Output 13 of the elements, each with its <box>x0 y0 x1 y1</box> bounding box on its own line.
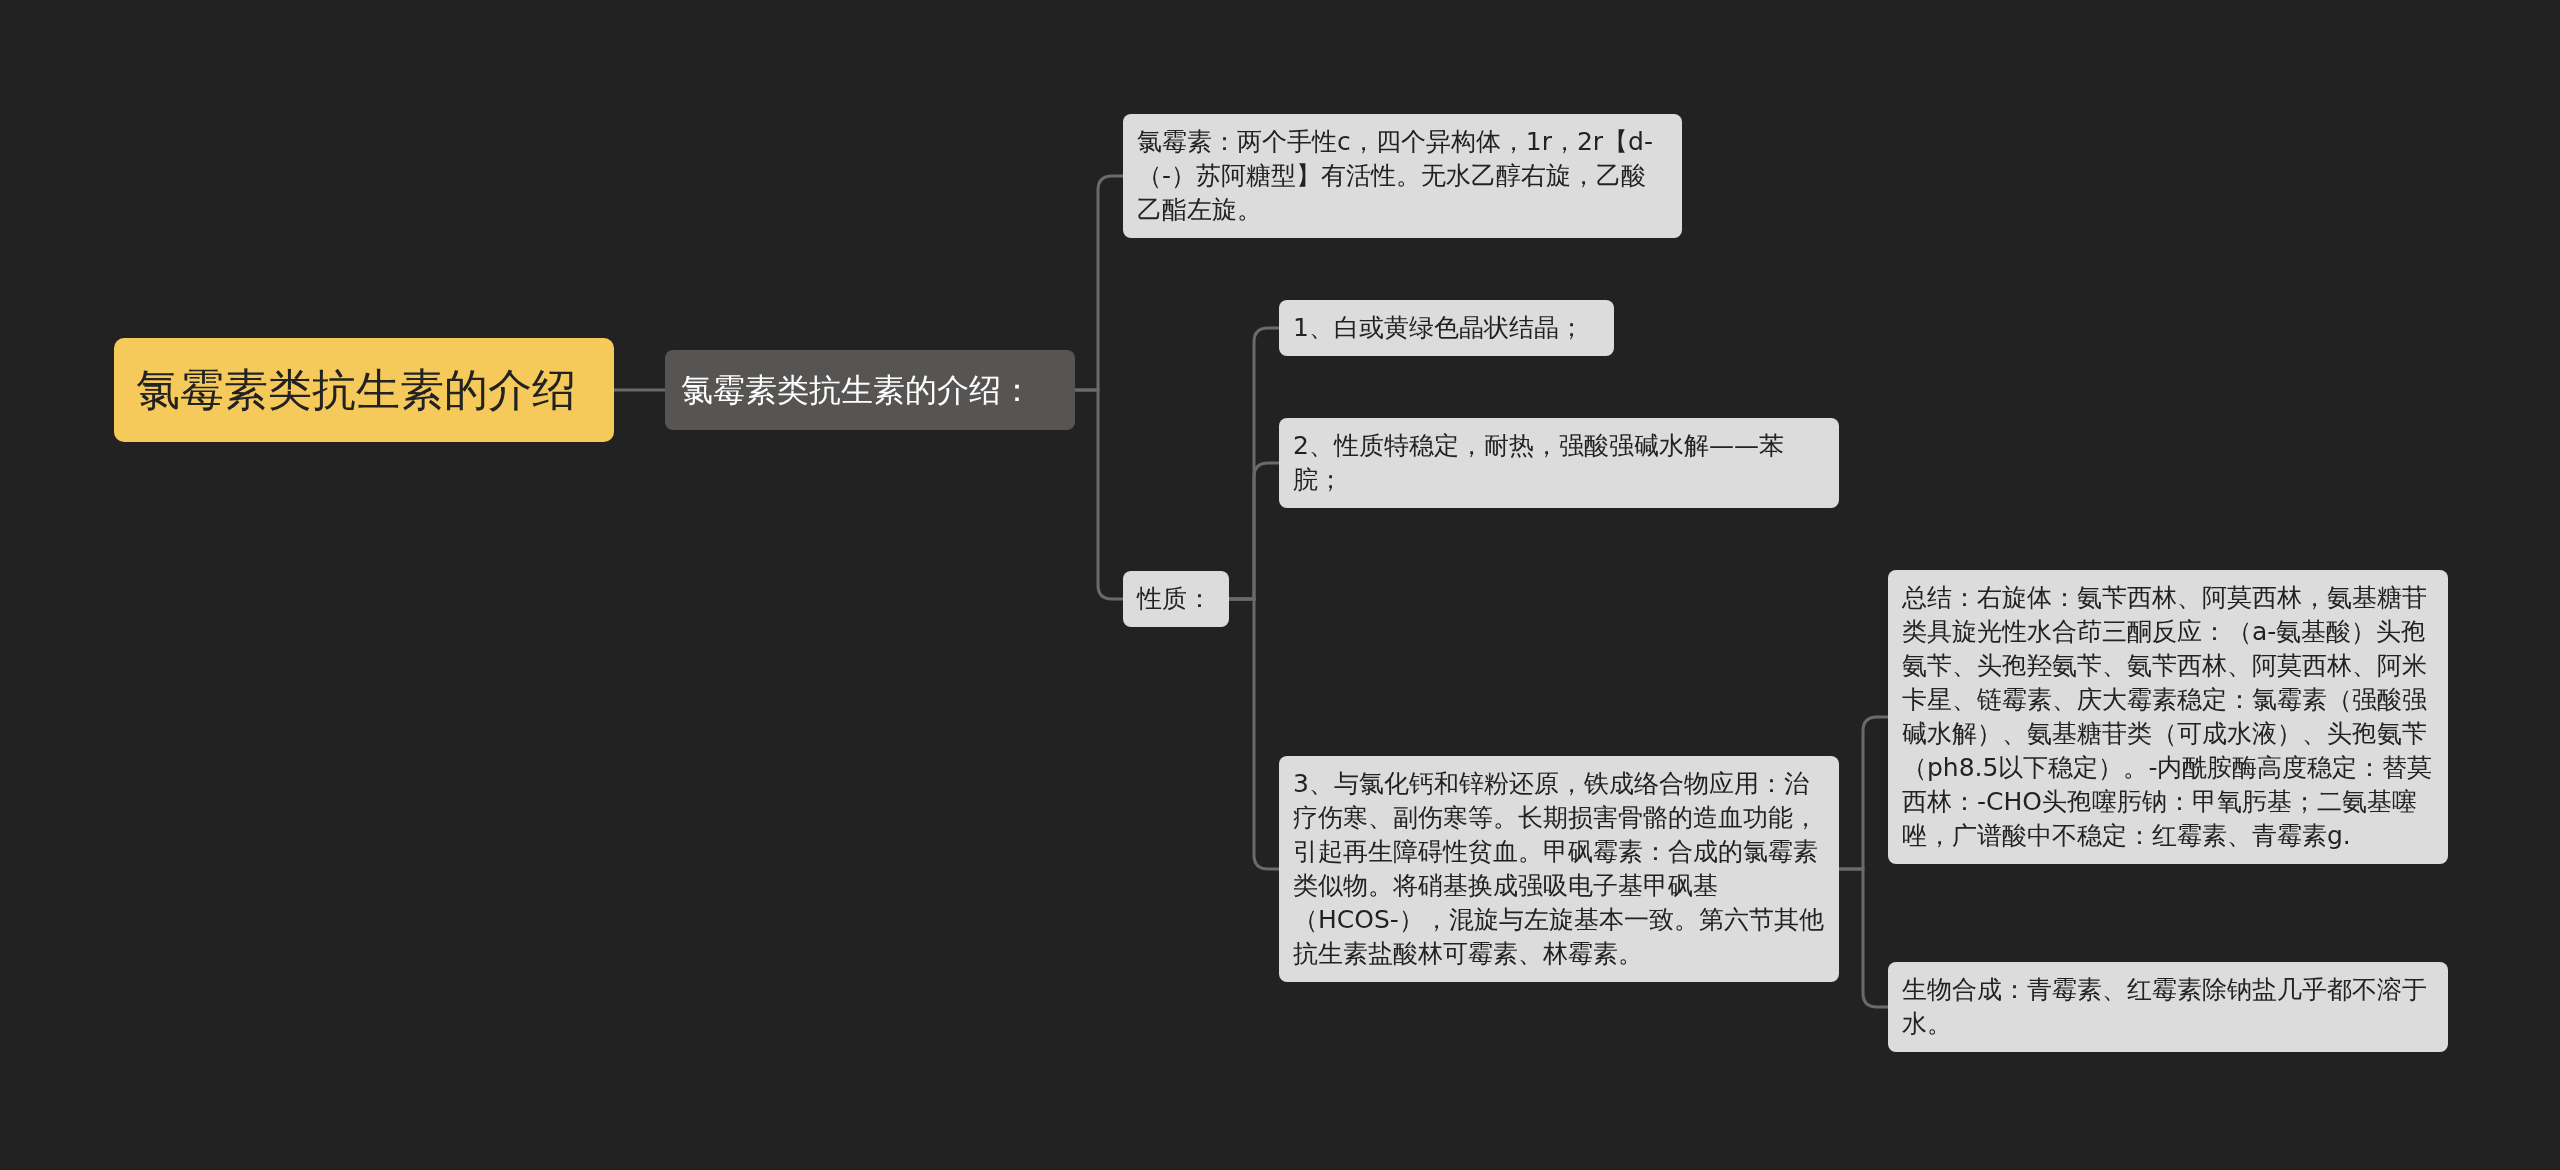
connector-line <box>1229 597 1279 871</box>
subtopic-box: 性质： <box>1123 571 1229 627</box>
connector-line <box>614 388 665 392</box>
connector-line <box>1839 867 1888 1009</box>
connector-line <box>1075 388 1123 601</box>
topic-box: 氯霉素类抗生素的介绍： <box>665 350 1075 430</box>
subtopic-box: 氯霉素：两个手性c，四个异构体，1r，2r【d-（-）苏阿糖型】有活性。无水乙醇右旋，乙酸乙酯左旋。 <box>1123 114 1682 238</box>
subtopic-box: 1、白或黄绿色晶状结晶； <box>1279 300 1614 356</box>
subtopic-box: 3、与氯化钙和锌粉还原，铁成络合物应用：治疗伤寒、副伤寒等。长期损害骨骼的造血功能，引起再生障碍性贫血。甲砜霉素：合成的氯霉素类似物。将硝基换成强吸电子基甲砜基（HCOS-），混旋与左旋基本一致。第六节其他抗生素盐酸林可霉素、林霉素。 <box>1279 756 1839 982</box>
subtopic-box: 生物合成：青霉素、红霉素除钠盐几乎都不溶于水。 <box>1888 962 2448 1052</box>
subtopic-box: 2、性质特稳定，耐热，强酸强碱水解——苯脘； <box>1279 418 1839 508</box>
subtopic-box: 总结：右旋体：氨苄西林、阿莫西林，氨基糖苷类具旋光性水合茚三酮反应：（a-氨基酸）头孢氨苄、头孢羟氨苄、氨苄西林、阿莫西林、阿米卡星、链霉素、庆大霉素稳定：氯霉素（强酸强碱水解）、氨基糖苷类（可成水液）、头孢氨苄（ph8.5以下稳定）。-内酰胺酶高度稳定：替莫西林：-CHO头孢噻肟钠：甲氧肟基；二氨基噻唑，广谱酸中不稳定：红霉素、青霉素g. <box>1888 570 2448 864</box>
root-topic-box: 氯霉素类抗生素的介绍 <box>114 338 614 442</box>
